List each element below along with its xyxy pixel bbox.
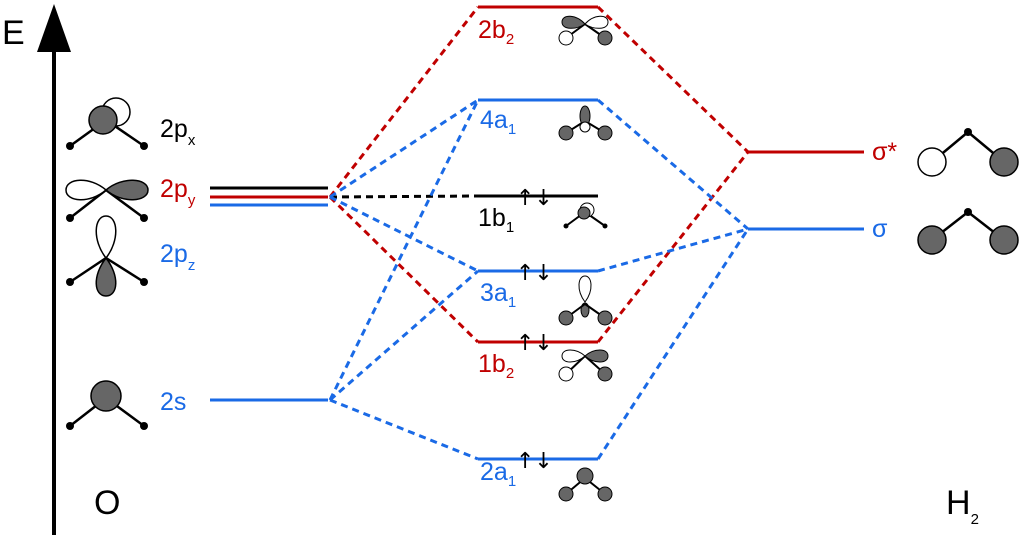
label-4a1: 4a1 xyxy=(480,106,516,138)
electron-pair-1b1: ↑↓ xyxy=(516,186,553,211)
electron-pair-2a1: ↑↓ xyxy=(516,449,553,474)
orbital-4a1-icon xyxy=(558,105,613,141)
oxygen-label: O xyxy=(94,484,120,522)
right-levels xyxy=(748,150,864,231)
left-levels xyxy=(210,186,328,402)
label-1b2: 1b2 xyxy=(478,350,514,382)
label-sigma: σ xyxy=(872,215,888,243)
orbital-1b1-icon xyxy=(563,202,608,229)
orbital-2px-icon xyxy=(66,97,148,150)
label-1b1: 1b1 xyxy=(478,204,514,236)
orbital-2a1-icon xyxy=(558,467,613,502)
correlation-lines xyxy=(328,5,750,461)
label-2pz: 2pz xyxy=(160,240,195,274)
sigma-orbital-icon xyxy=(917,208,1019,255)
electron-pair-3a1: ↑↓ xyxy=(516,261,553,286)
orbital-1b2-icon xyxy=(558,349,613,382)
energy-axis-label: E xyxy=(2,14,25,52)
hydrogen-label: H2 xyxy=(946,484,979,528)
sigma-star-orbital-icon xyxy=(917,128,1019,177)
orbital-2pz-icon xyxy=(66,215,148,297)
label-2a1: 2a1 xyxy=(480,458,516,490)
label-2px: 2px xyxy=(160,115,196,149)
label-3a1: 3a1 xyxy=(480,279,516,311)
orbital-2py-icon xyxy=(65,179,149,222)
label-2b2: 2b2 xyxy=(478,16,514,48)
orbital-3a1-icon xyxy=(558,275,613,326)
label-2py: 2py xyxy=(160,175,196,209)
label-sigma-star: σ* xyxy=(872,138,897,166)
label-2s: 2s xyxy=(160,388,186,416)
orbital-2b2-icon xyxy=(558,15,613,46)
center-levels xyxy=(478,5,598,461)
energy-axis xyxy=(37,4,71,535)
orbital-2s-icon xyxy=(66,380,148,430)
electron-pair-1b2: ↑↓ xyxy=(516,331,553,356)
